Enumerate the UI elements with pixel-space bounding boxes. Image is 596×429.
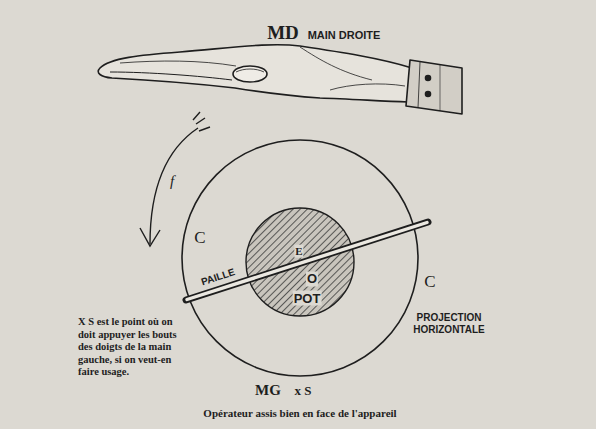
pot-circle: POT: [245, 207, 355, 317]
straw-label: PAILLE: [200, 266, 237, 288]
hand-code: MD: [267, 22, 299, 44]
right-hand: [98, 45, 462, 114]
caption: Opérateur assis bien en face de l'appare…: [203, 407, 396, 419]
rotation-arrow: [140, 112, 210, 246]
straw: [186, 222, 428, 300]
point-label: x S: [295, 384, 312, 399]
center-letter: O: [306, 272, 318, 287]
pot-label: POT: [293, 291, 322, 306]
note-text: X S est le point où on doit appuyer les …: [78, 316, 192, 379]
force-symbol: f: [170, 173, 174, 190]
circle-letter: C: [194, 228, 205, 248]
outer-circle: [182, 140, 418, 376]
hand-code: MG: [255, 382, 281, 399]
hand-name: MAIN DROITE: [308, 29, 381, 42]
circle-letter: C: [424, 272, 435, 292]
view-title: PROJECTION HORIZONTALE: [408, 312, 490, 336]
point-letter: E: [294, 245, 303, 258]
pot-hatched-disc: [246, 208, 354, 316]
